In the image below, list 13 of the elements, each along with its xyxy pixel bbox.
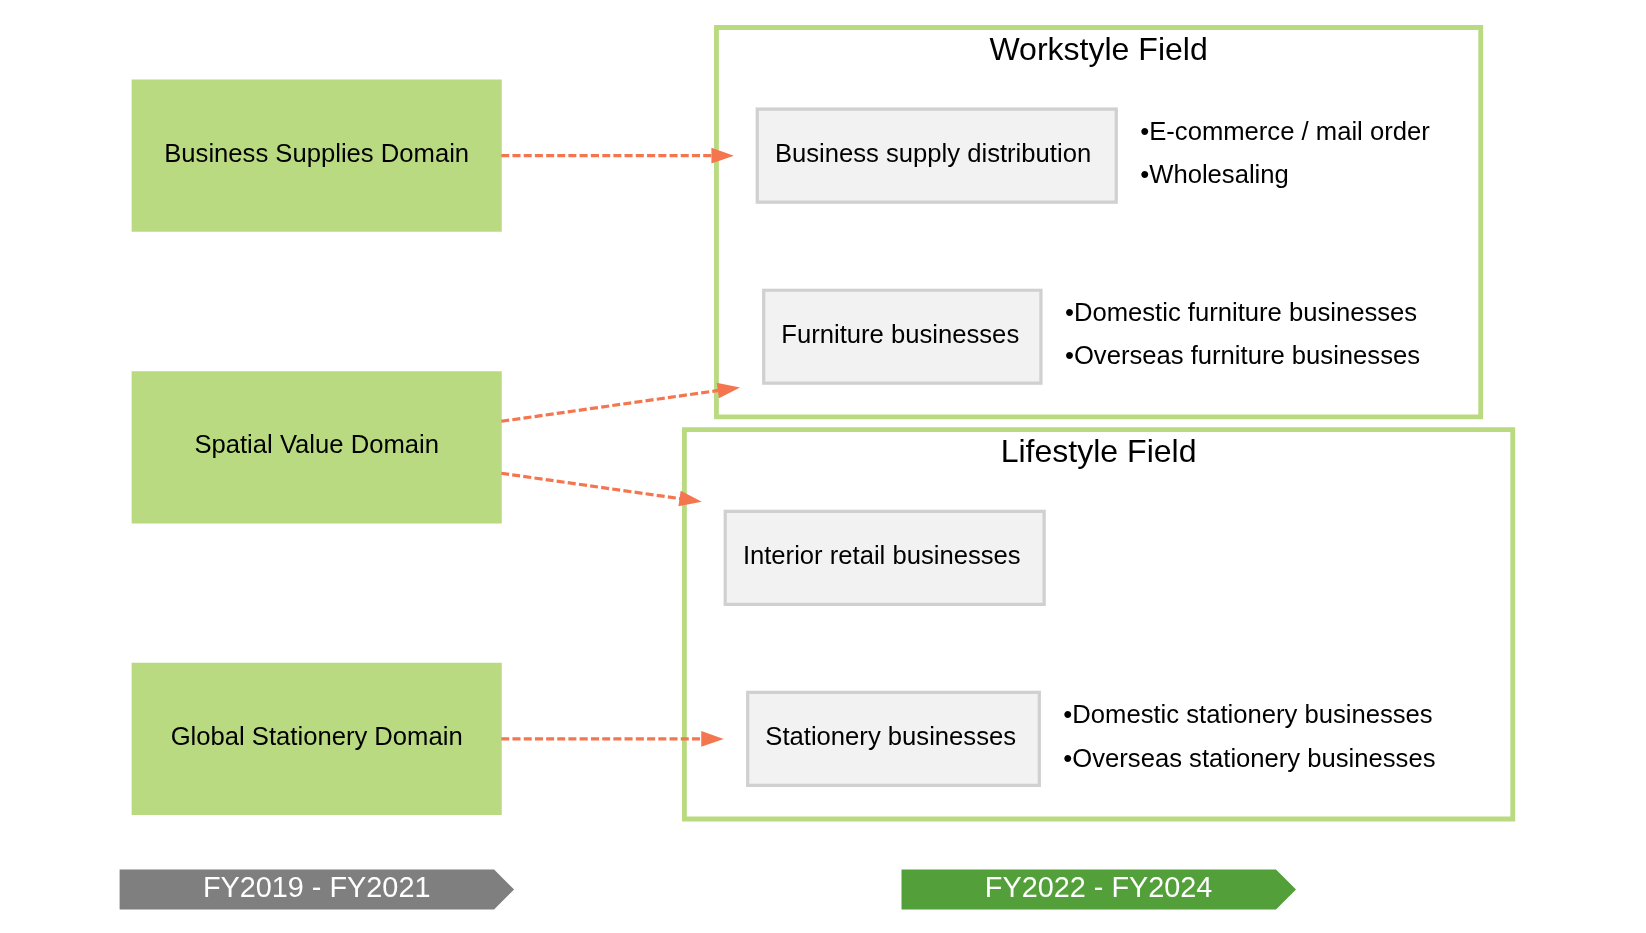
node-label: •Wholesaling	[1140, 160, 1289, 189]
arrow	[501, 147, 734, 164]
node-label: •Overseas furniture businesses	[1064, 341, 1421, 370]
node-label: •Overseas stationery businesses	[1063, 743, 1436, 772]
arrow	[501, 731, 724, 747]
node-box: Global Stationery Domain	[131, 662, 502, 815]
node-label: •E-commerce / mail order	[1140, 117, 1430, 146]
arrow	[501, 471, 702, 507]
arrow	[501, 382, 741, 423]
node-label: •Domestic stationery businesses	[1063, 700, 1433, 729]
node-box: Business Supplies Domain	[131, 79, 502, 232]
node-label: •Domestic furniture businesses	[1064, 298, 1418, 327]
node-box: Spatial Value Domain	[131, 371, 502, 524]
